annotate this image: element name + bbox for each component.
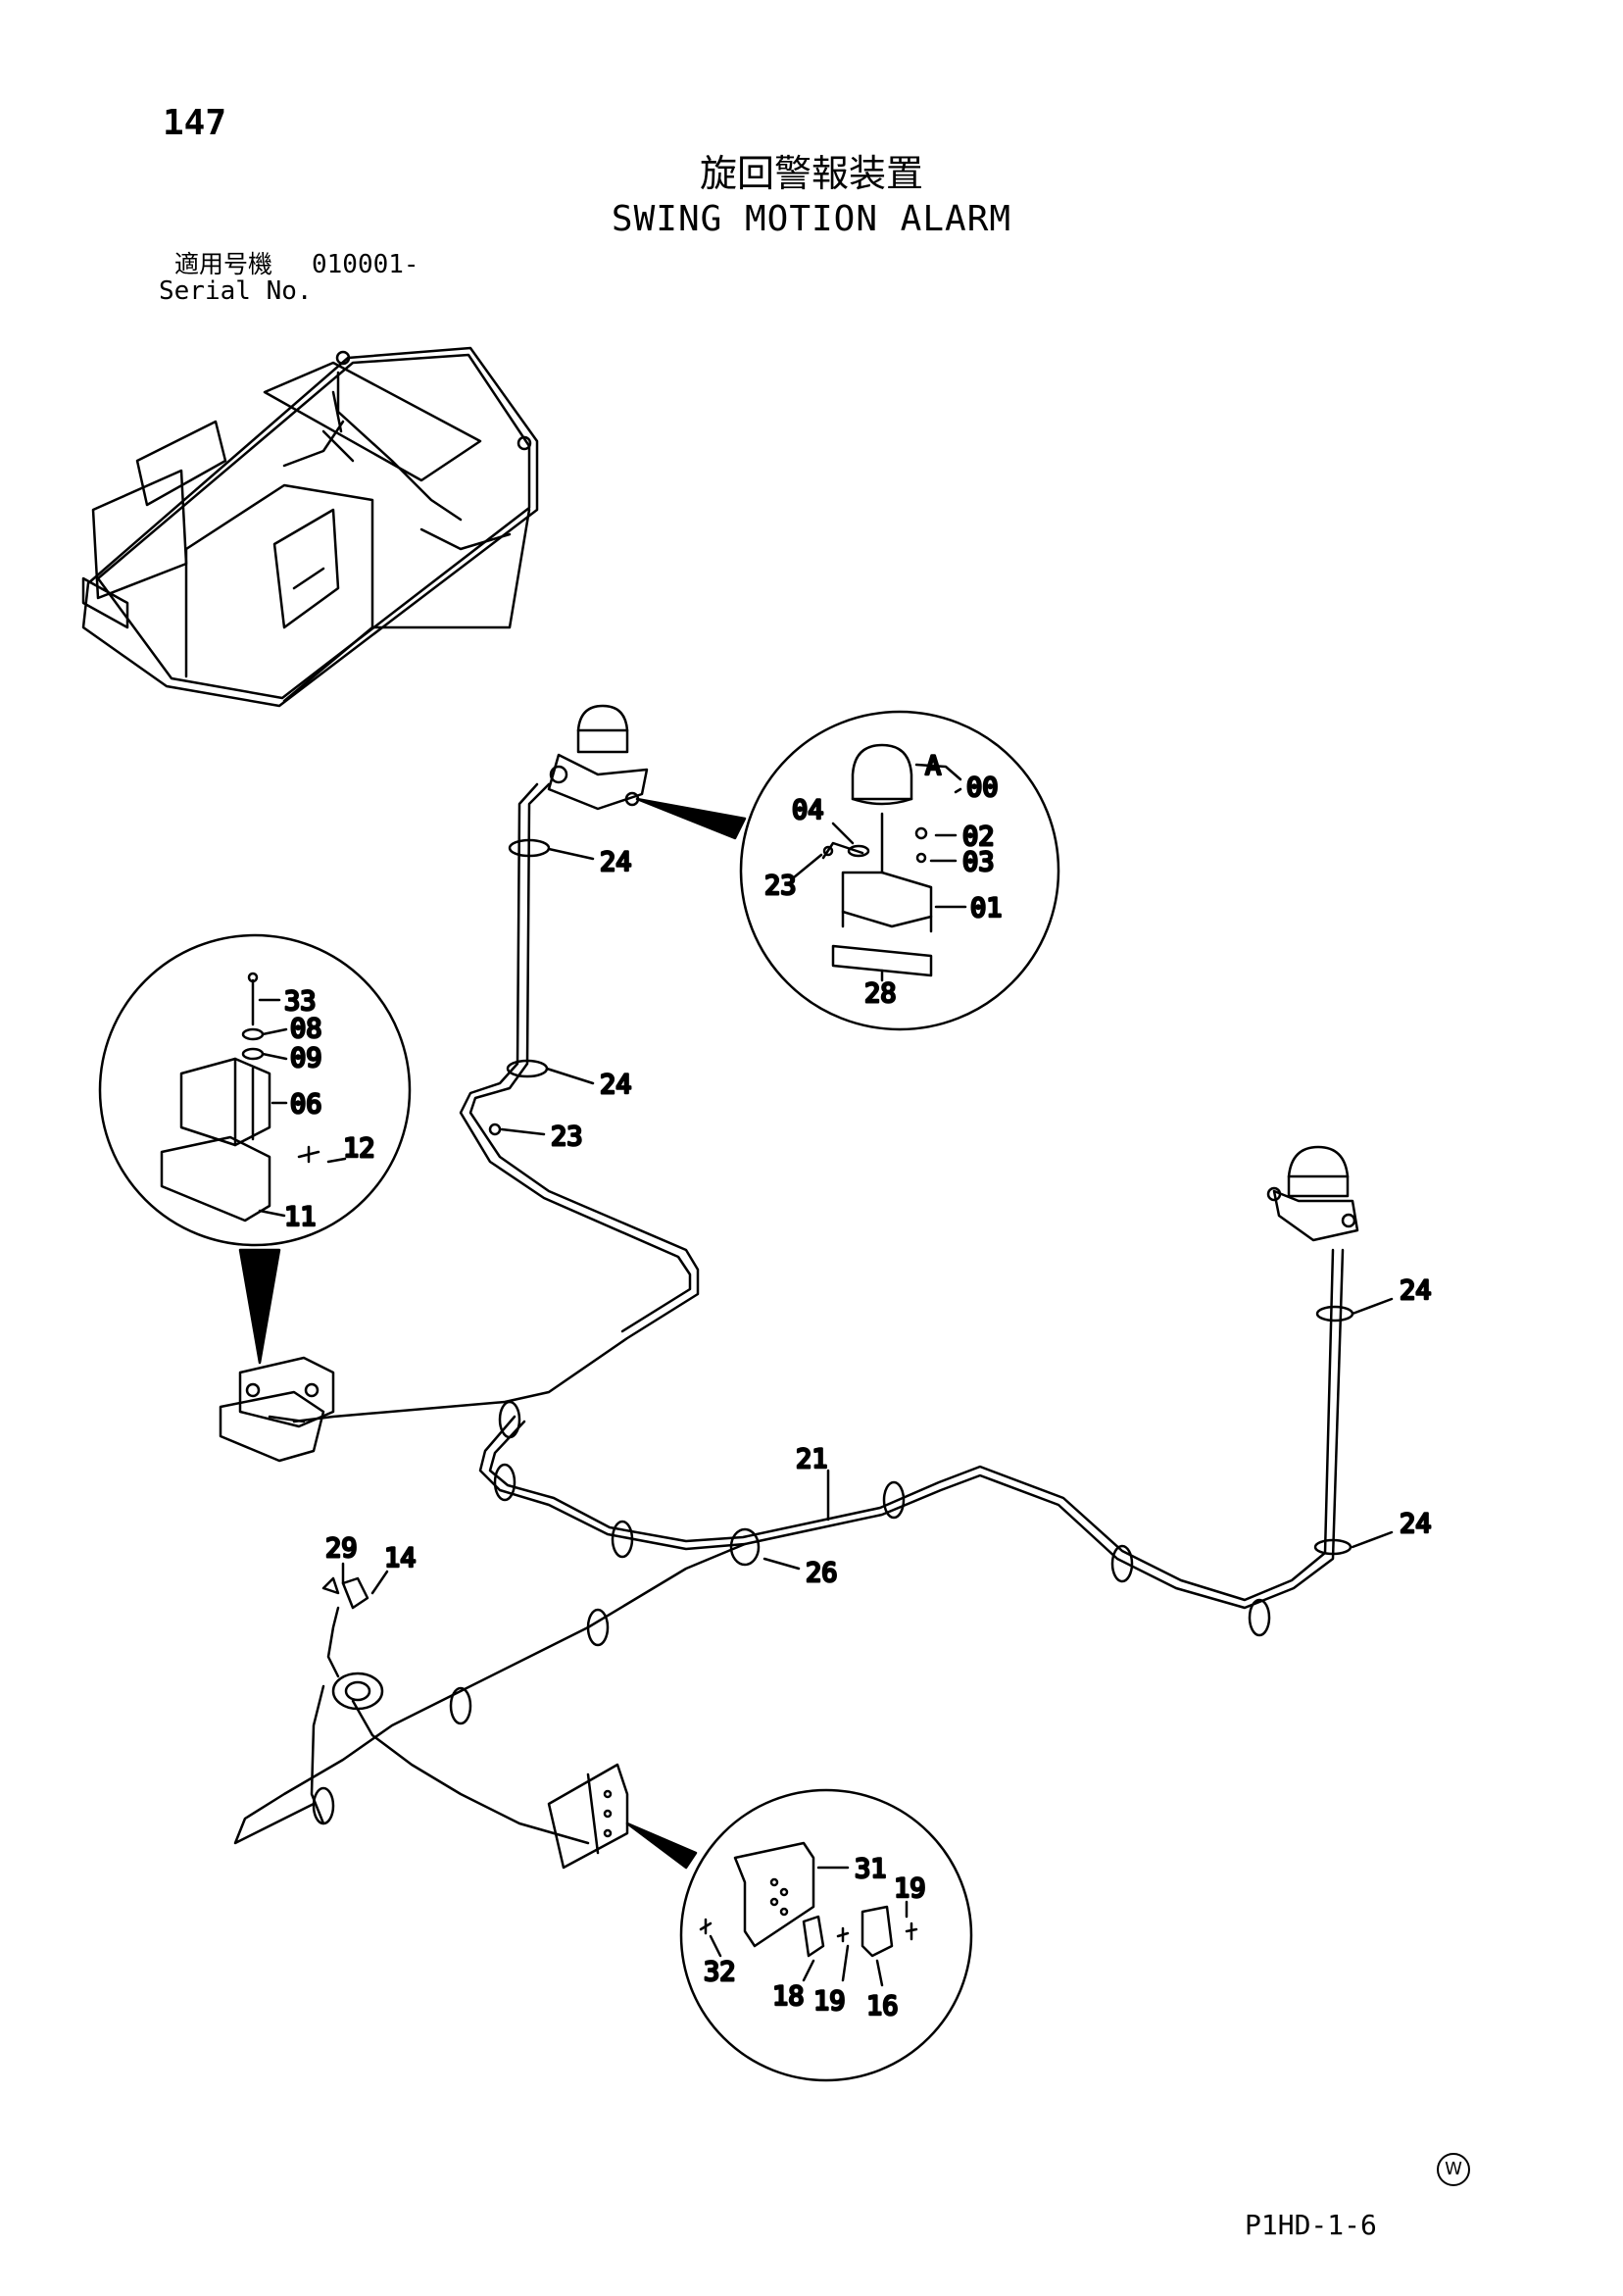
lamp-part-03: 03 (962, 847, 995, 877)
leader-arrow-switch (625, 1822, 698, 1870)
rotating-lamp-right (1266, 1145, 1359, 1242)
rotating-lamp-left (547, 704, 649, 811)
bracket-on-machine (547, 1763, 629, 1870)
harness-branch (233, 1542, 747, 1845)
serial-label-japanese: 適用号機 (174, 250, 273, 278)
detail-switch-circle (679, 1788, 973, 2082)
box-part-08: 08 (290, 1014, 322, 1044)
callout-21: 21 (796, 1444, 828, 1474)
box-part-06: 06 (290, 1089, 322, 1120)
harness-clamps (312, 1305, 1354, 1825)
excavator-overview (81, 346, 539, 708)
switch-part-31: 31 (855, 1854, 887, 1884)
callout-leaders (258, 763, 1394, 1987)
switch-cluster (310, 1576, 384, 1825)
lamp-part-28: 28 (864, 978, 897, 1009)
lamp-part-23: 23 (764, 871, 797, 901)
box-part-09: 09 (290, 1043, 322, 1073)
watermark-w: W (1437, 2153, 1470, 2186)
lamp-label-a: A (925, 751, 941, 781)
lamp-part-00: 00 (966, 773, 999, 803)
switch-part-16: 16 (866, 1991, 899, 2021)
document-code: P1HD-1-6 (1245, 2209, 1377, 2241)
callout-24a: 24 (600, 847, 632, 877)
callout-24b: 24 (600, 1070, 632, 1100)
callout-14: 14 (384, 1543, 417, 1573)
lamp-part-04: 04 (792, 795, 824, 825)
switch-part-18: 18 (772, 1981, 805, 2012)
harness-upper (292, 782, 700, 1423)
callout-24c: 24 (1400, 1275, 1432, 1306)
leader-arrow-lamp (635, 797, 747, 840)
lamp-part-01: 01 (970, 893, 1003, 923)
control-box (219, 1356, 335, 1463)
title-japanese: 旋回警報装置 (699, 152, 923, 195)
page-number: 147 (163, 103, 227, 143)
detail-box-circle (98, 933, 412, 1247)
box-part-11: 11 (284, 1202, 317, 1232)
box-part-12: 12 (343, 1133, 375, 1164)
serial-value: 010001- (312, 250, 419, 279)
box-part-33: 33 (284, 986, 317, 1017)
leader-arrow-box (238, 1248, 281, 1365)
callout-29: 29 (325, 1533, 358, 1564)
serial-label-english: Serial No. (159, 276, 313, 306)
callout-24d: 24 (1400, 1509, 1432, 1539)
switch-part-19b: 19 (813, 1986, 846, 2017)
switch-part-19a: 19 (894, 1873, 926, 1904)
harness-lower (478, 1248, 1345, 1610)
callout-23: 23 (551, 1122, 583, 1152)
lamp-part-02: 02 (962, 822, 995, 852)
detail-lamp-circle (739, 710, 1060, 1031)
callout-26: 26 (806, 1558, 838, 1588)
title-english: SWING MOTION ALARM (611, 199, 1012, 239)
switch-part-32: 32 (704, 1957, 736, 1987)
